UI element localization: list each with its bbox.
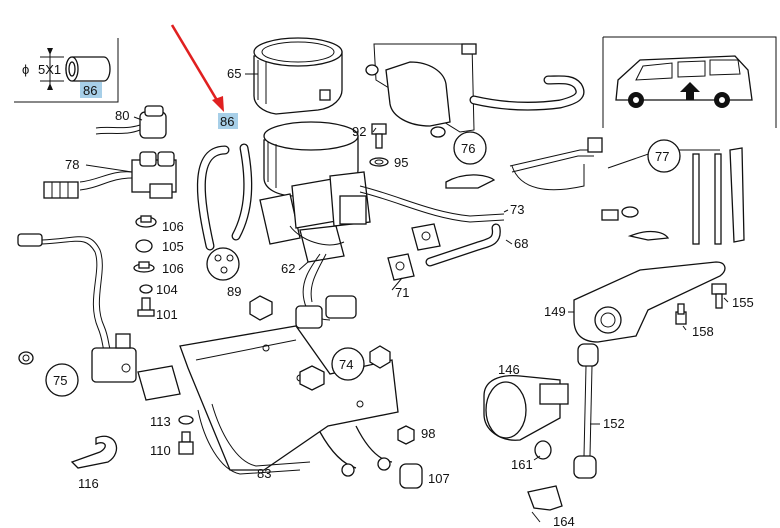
label-78: 78 xyxy=(65,157,79,172)
label-107: 107 xyxy=(428,471,450,486)
link-rod-152 xyxy=(573,343,599,479)
label-104: 104 xyxy=(156,282,178,297)
bolt-158 xyxy=(675,303,687,325)
label-106-lower: 106 xyxy=(162,261,184,276)
label-110: 110 xyxy=(150,443,171,458)
damper-107 xyxy=(399,463,423,489)
label-116: 116 xyxy=(78,476,99,491)
svg-text:75: 75 xyxy=(53,373,67,388)
callout-77: 77 xyxy=(647,139,681,173)
callout-75: 75 xyxy=(45,363,79,397)
filter-65 xyxy=(253,37,343,115)
van-location-icon xyxy=(602,36,777,128)
label-146: 146 xyxy=(498,362,520,377)
callout-74: 74 xyxy=(331,347,365,381)
cable-harness xyxy=(17,233,181,401)
label-62-text: 62 xyxy=(281,261,295,276)
label-155: 155 xyxy=(732,295,754,310)
parts-77-group xyxy=(587,137,745,245)
label-158: 158 xyxy=(692,324,714,339)
label-152: 152 xyxy=(603,416,625,431)
svg-text:77: 77 xyxy=(655,149,669,164)
label-65: 65 xyxy=(227,66,241,81)
label-86: 86 xyxy=(220,114,234,129)
callout-76: 76 xyxy=(453,131,487,165)
label-92: 92 xyxy=(352,124,366,139)
phi-symbol: ϕ xyxy=(22,62,29,77)
valve-block-78 xyxy=(43,151,177,199)
hose-86 xyxy=(196,113,253,251)
compressor-62 xyxy=(259,121,371,329)
label-113: 113 xyxy=(150,414,171,429)
label-89: 89 xyxy=(227,284,241,299)
leader-lines xyxy=(85,73,729,461)
label-98: 98 xyxy=(421,426,435,441)
hardware-stack xyxy=(133,215,157,317)
label-83: 83 xyxy=(257,466,271,481)
label-80: 80 xyxy=(115,108,129,123)
inset-ref-highlight xyxy=(80,82,102,98)
label-164: 164 xyxy=(553,514,575,528)
dampers-74 xyxy=(249,295,391,391)
clamp-116 xyxy=(70,435,118,469)
hose-dimension-inset: ϕ 5X1 86 xyxy=(14,38,119,103)
nut-98 xyxy=(397,425,415,445)
bolts-113-110 xyxy=(178,415,194,455)
label-105: 105 xyxy=(162,239,184,254)
red-pointer-arrow xyxy=(170,24,224,112)
nut-161 xyxy=(534,440,552,460)
level-sensor-146 xyxy=(483,374,569,441)
label-73: 73 xyxy=(510,202,524,217)
label-71: 71 xyxy=(395,285,409,300)
label-106-upper: 106 xyxy=(162,219,184,234)
dimension-text: 5X1 xyxy=(38,62,61,77)
frame-83 xyxy=(179,325,399,477)
svg-text:74: 74 xyxy=(339,357,353,372)
valve-80 xyxy=(95,105,167,139)
bolt-155 xyxy=(711,283,727,309)
label-68: 68 xyxy=(514,236,528,251)
bracket-89 xyxy=(206,247,240,281)
label-149: 149 xyxy=(544,304,566,319)
label-161: 161 xyxy=(511,457,533,472)
label-101: 101 xyxy=(156,307,178,322)
svg-text:76: 76 xyxy=(461,141,475,156)
clip-164 xyxy=(527,485,563,523)
label-95: 95 xyxy=(394,155,408,170)
bracket-149 xyxy=(573,261,726,343)
hose-86-highlight xyxy=(218,113,238,129)
air-lines-73-68 xyxy=(359,185,505,281)
inset-part-ref: 86 xyxy=(83,83,97,98)
bolt-92-washer-95 xyxy=(369,123,389,167)
